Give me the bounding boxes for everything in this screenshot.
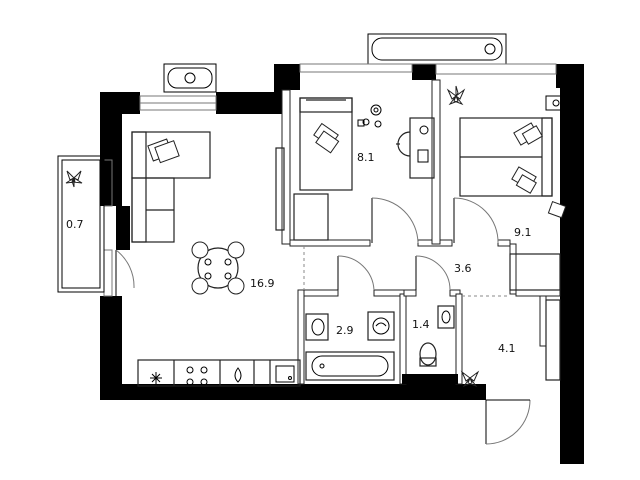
top-planter-right [367, 33, 507, 65]
toilet-door [415, 255, 451, 291]
hall-area-label: 4.1 [498, 342, 516, 355]
bedroom-door [453, 197, 499, 244]
kids-pillow-icon [313, 122, 340, 154]
double-bed [459, 117, 553, 197]
bedroom-wardrobe [509, 253, 561, 291]
entrance-door [485, 399, 531, 445]
corridor-area-label: 3.6 [454, 262, 472, 275]
bathtub [305, 351, 395, 381]
zone-dashed-lines [303, 246, 510, 297]
kids-room-area-label: 8.1 [357, 151, 375, 164]
sink-icon [234, 367, 242, 383]
balcony-door [115, 249, 135, 296]
bed-pillow-icon-2 [511, 166, 537, 194]
kids-desk [409, 117, 435, 179]
toilet-sink [437, 305, 455, 329]
exterior-walls [100, 64, 584, 464]
bedroom-cushion-icon [547, 200, 567, 219]
windows [103, 63, 557, 297]
dining-table [191, 241, 245, 295]
tv-unit [275, 147, 285, 231]
bed-pillow-icon-1 [513, 122, 543, 146]
fridge-snowflake-icon [150, 372, 162, 384]
toilet-bowl [419, 342, 437, 367]
kids-wardrobe [293, 193, 329, 241]
interior-partitions [281, 79, 561, 385]
nightstand-lamp-icon [545, 95, 571, 111]
sofa [131, 131, 211, 243]
toilet-area-label: 1.4 [412, 318, 430, 331]
washing-machine [367, 311, 395, 341]
bedroom-plant-icon [446, 85, 466, 106]
dishwasher-icon [275, 365, 295, 383]
bathroom-door [337, 255, 375, 291]
stove-icon [186, 366, 208, 386]
bathroom-area-label: 2.9 [336, 324, 354, 337]
balcony [57, 155, 105, 293]
hall-closet [545, 299, 561, 381]
top-planter-left [163, 63, 217, 93]
kids-bed [299, 97, 353, 191]
balcony-area-label: 0.7 [66, 218, 84, 231]
kids-door [371, 197, 419, 244]
toys-icon [357, 104, 382, 128]
kids-chair [396, 131, 411, 157]
bathroom-sink [305, 313, 329, 341]
sofa-cushion-icon [147, 138, 180, 164]
hall-plant-icon [460, 370, 480, 388]
bedroom-area-label: 9.1 [514, 226, 532, 239]
kitchen-counter [137, 359, 301, 387]
living-area-label: 16.9 [250, 277, 275, 290]
balcony-plant-icon [65, 170, 83, 188]
